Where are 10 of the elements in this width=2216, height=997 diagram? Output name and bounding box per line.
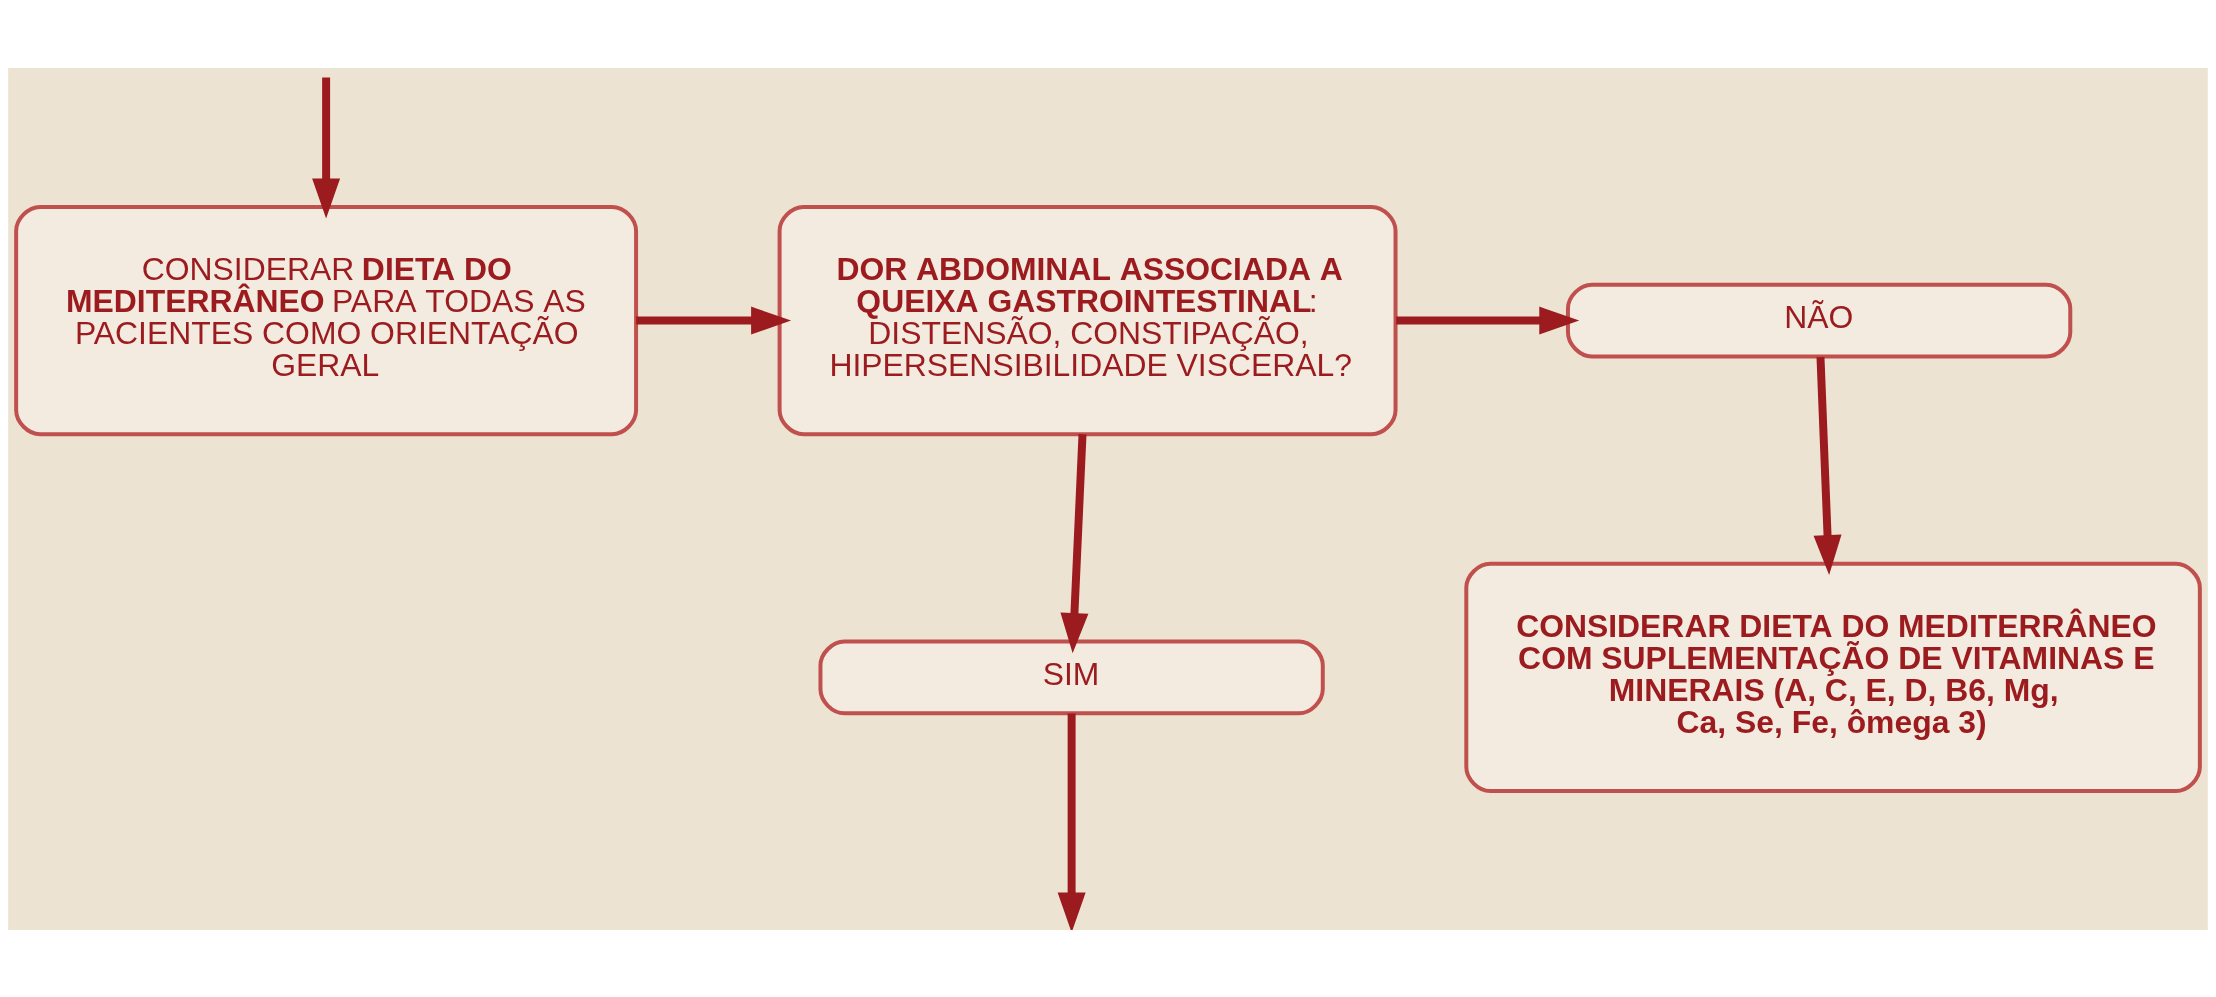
node-box: CONSIDERAR DIETA DO MEDITERRÂNEO PARA TODAS AS PACIENTES COMO ORIENTAÇÃO GERAL xyxy=(14,204,639,436)
arrow xyxy=(1813,356,1842,575)
arrow xyxy=(1396,306,1580,335)
arrow xyxy=(1057,712,1086,930)
node-box: DOR ABDOMINAL ASSOCIADA A QUEIXA GASTROINTESTINAL: DISTENSÃO, CONSTIPAÇÃO, HIPERSENSIBILIDADE VISCERAL? xyxy=(777,204,1398,436)
arrow xyxy=(636,306,792,335)
arrow xyxy=(1060,433,1089,653)
node-box: SIM xyxy=(818,639,1325,715)
node-box: CONSIDERAR DIETA DO MEDITERRÂNEO COM SUPLEMENTAÇÃO DE VITAMINAS E MINERAIS (A, C, E, D, B6, Mg, Ca, Se, Fe, ômega 3) xyxy=(1464,561,2202,793)
node-box: NÃO xyxy=(1565,282,2073,358)
